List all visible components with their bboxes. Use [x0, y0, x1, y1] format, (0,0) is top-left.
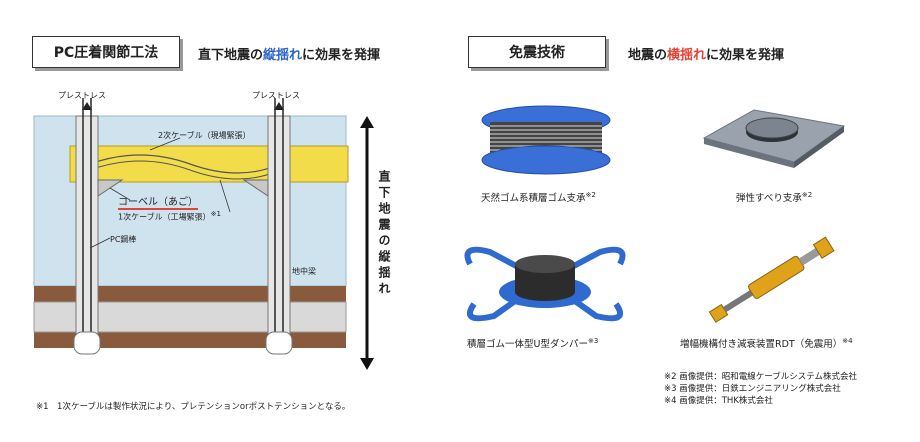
left-footnote: ※1 1次ケーブルは製作状況により、プレテンションorポストテンションとなる。	[36, 402, 351, 412]
seismic-isolation-title: 免震技術	[468, 36, 606, 68]
lead-post: に効果を発揮	[302, 48, 381, 63]
rdt-damper-caption: 増幅機構付き減衰装置RDT（免震用）※4	[680, 336, 853, 350]
rubber-bearing-image	[481, 105, 611, 175]
cable2-label: 2次ケーブル（現場緊張）	[158, 131, 251, 140]
vertical-shake-text: 直下地震の縦揺れ	[377, 170, 391, 298]
lead-pre-right: 地震の	[628, 48, 668, 63]
lead-highlight-right: 横揺れ	[667, 48, 707, 63]
rubber-bearing-label: 天然ゴム系積層ゴム支承	[481, 193, 586, 204]
rubber-bearing-caption: 天然ゴム系積層ゴム支承※2	[481, 190, 596, 204]
sliding-bearing-image	[702, 109, 846, 168]
rubber-bearing-mark: ※2	[585, 190, 596, 199]
seismic-isolation-title-text: 免震技術	[509, 45, 565, 61]
rdt-damper-image	[708, 236, 835, 323]
u-damper-label: 積層ゴム一体型U型ダンパー	[467, 339, 588, 350]
rdt-damper-label: 増幅機構付き減衰装置RDT（免震用）	[680, 339, 843, 350]
lead-pre: 直下地震の	[198, 48, 264, 63]
pc-method-title: PC圧着関節工法	[32, 36, 180, 68]
pc-bar-label: PC鋼棒	[110, 235, 137, 244]
sliding-bearing-mark: ※2	[801, 190, 813, 199]
lead-post-right: に効果を発揮	[706, 48, 785, 63]
u-damper-mark: ※3	[587, 336, 599, 345]
u-damper-image	[464, 246, 626, 322]
sliding-bearing-label: 弾性すべり支承	[736, 193, 802, 204]
cable1-mark: ※1	[210, 210, 221, 218]
ground-beam-label: 地中梁	[292, 267, 316, 276]
rdt-damper-mark: ※4	[842, 336, 853, 345]
prestress-label-left: プレストレス	[58, 91, 106, 100]
credit-3: ※4 画像提供：THK株式会社	[664, 396, 773, 406]
cable1-text: 1次ケーブル（工場緊張）	[118, 212, 211, 222]
credit-2: ※3 画像提供：日鉄エンジニアリング株式会社	[664, 384, 841, 394]
pc-method-lead: 直下地震の縦揺れに効果を発揮	[198, 44, 380, 63]
sliding-bearing-caption: 弾性すべり支承※2	[736, 190, 812, 204]
vertical-shake-arrow	[360, 116, 374, 370]
u-damper-caption: 積層ゴム一体型U型ダンパー※3	[467, 336, 598, 350]
corbel-label: コーベル（あご）	[118, 193, 198, 210]
lead-highlight: 縦揺れ	[263, 48, 303, 63]
pc-method-title-text: PC圧着関節工法	[53, 45, 159, 61]
cable1-label: 1次ケーブル（工場緊張）※1	[118, 210, 221, 223]
pc-joint-diagram	[33, 98, 349, 355]
seismic-isolation-lead: 地震の横揺れに効果を発揮	[628, 44, 784, 63]
credit-1: ※2 画像提供：昭和電線ケーブルシステム株式会社	[664, 372, 857, 382]
prestress-label-right: プレストレス	[252, 91, 300, 100]
